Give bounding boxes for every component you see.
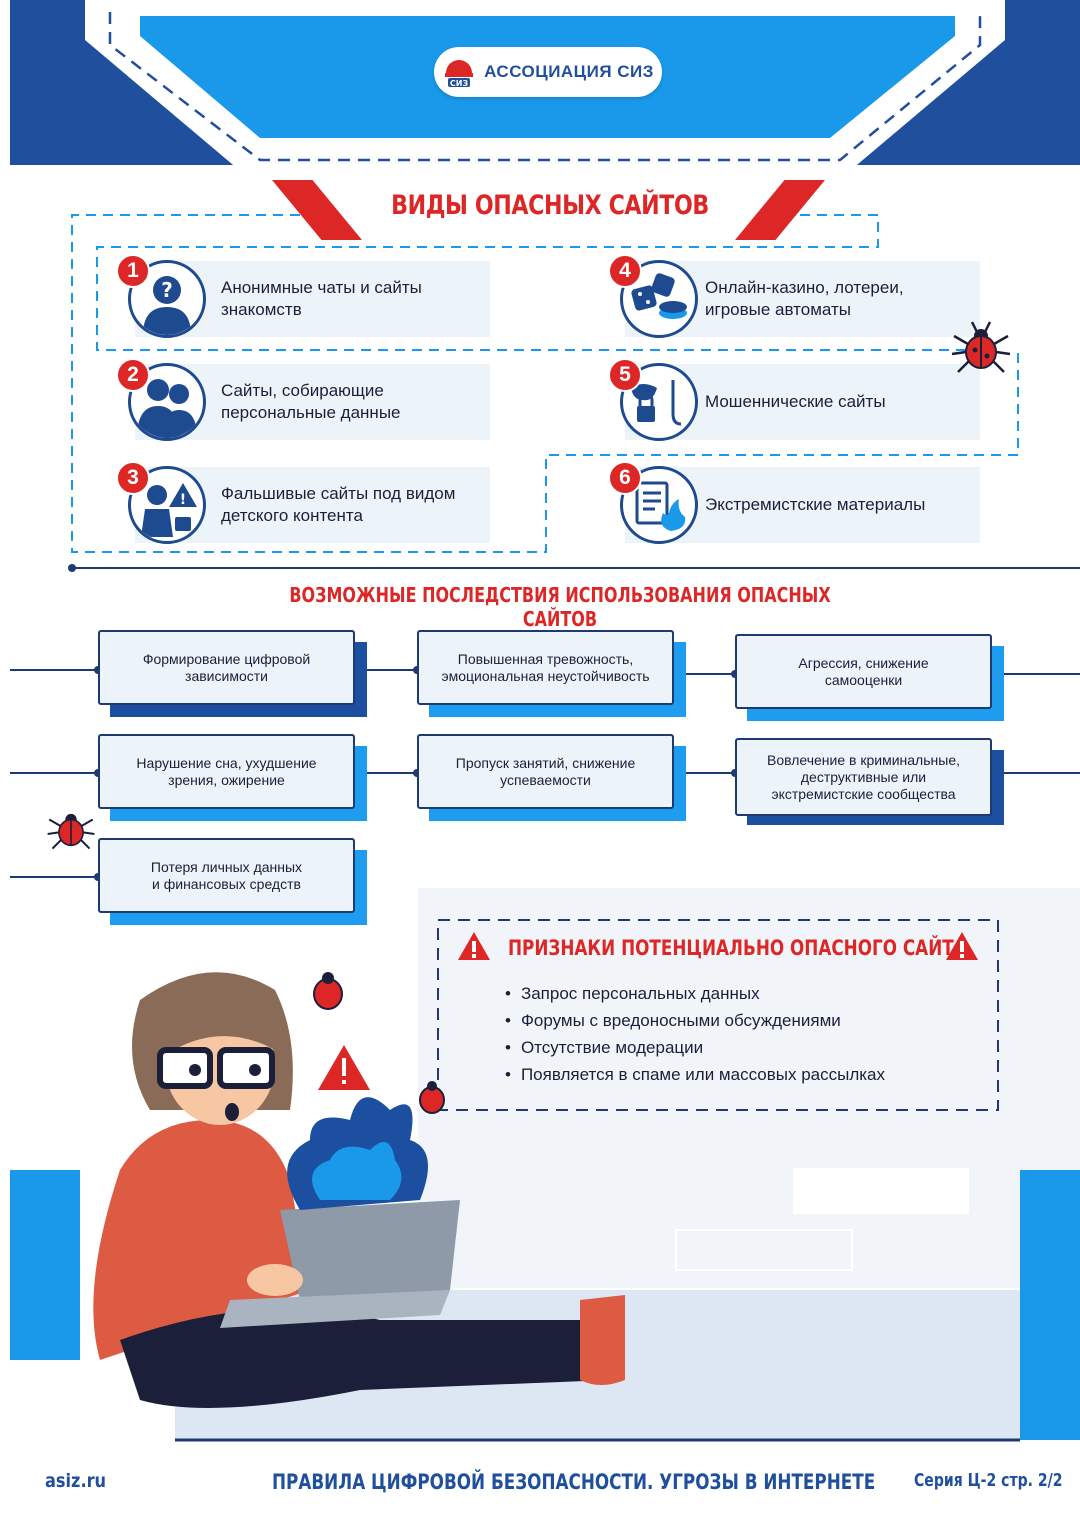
consequence-7-line2: и финансовых средств [152, 875, 301, 892]
signs-list: Запрос персональных данных Форумы с вред… [505, 980, 885, 1088]
type-card-3-line1: Фальшивые сайты под видом [221, 484, 456, 503]
bug-icon [47, 813, 95, 850]
consequence-box-6: Вовлечение в криминальные,деструктивные … [735, 738, 992, 816]
type-card-1-line1: Анонимные чаты и сайты [221, 278, 422, 297]
type-card-4-line1: Онлайн-казино, лотереи, [705, 278, 904, 297]
consequence-2-line2: эмоциональная неустойчивость [441, 667, 650, 684]
svg-text:?: ? [161, 278, 173, 302]
types-title: ВИДЫ ОПАСНЫХ САЙТОВ [391, 190, 709, 221]
type-card-2-line1: Сайты, собирающие [221, 381, 384, 400]
footer-title: ПРАВИЛА ЦИФРОВОЙ БЕЗОПАСНОСТИ. УГРОЗЫ В … [272, 1470, 876, 1494]
type-card-3-line2: детского контента [221, 506, 363, 525]
footer-site-link[interactable]: asiz.ru [45, 1470, 107, 1492]
consequence-5-line1: Пропуск занятий, снижение [455, 754, 636, 771]
consequence-7-line1: Потеря личных данных [150, 858, 303, 875]
consequence-1-line1: Формирование цифровой [142, 650, 311, 667]
type-number-6: 6 [608, 461, 642, 495]
consequence-1-line2: зависимости [185, 667, 268, 684]
sign-item-4: Появляется в спаме или массовых рассылка… [505, 1061, 885, 1088]
type-number-3: 3 [116, 461, 150, 495]
svg-text:!: ! [180, 492, 186, 508]
consequences-title: ВОЗМОЖНЫЕ ПОСЛЕДСТВИЯ ИСПОЛЬЗОВАНИЯ ОПАС… [289, 583, 831, 631]
consequence-4-line2: зрения, ожирение [168, 771, 285, 788]
signs-title: ПРИЗНАКИ ПОТЕНЦИАЛЬНО ОПАСНОГО САЙТА [508, 936, 967, 960]
consequence-6-line3: экстремистские сообщества [771, 785, 956, 802]
bug-icon [951, 321, 1011, 373]
type-card-1-line2: знакомств [221, 300, 302, 319]
warning-triangle-icon [458, 932, 490, 960]
types-dashed-frame [68, 214, 1080, 572]
type-card-4-line2: игровые автоматы [705, 300, 851, 319]
association-logo: СИЗ АССОЦИАЦИЯ СИЗ [434, 47, 662, 97]
type-number-5: 5 [608, 358, 642, 392]
consequence-4-line1: Нарушение сна, ухудшение [136, 754, 317, 771]
fire-document-icon [620, 466, 698, 544]
sign-item-1: Запрос персональных данных [505, 980, 885, 1007]
warning-triangle-icon [946, 932, 978, 960]
sign-item-3: Отсутствие модерации [505, 1034, 885, 1061]
consequence-2-line1: Повышенная тревожность, [457, 650, 634, 667]
girl-with-laptop-illustration [93, 972, 625, 1408]
svg-text:СИЗ: СИЗ [450, 79, 469, 88]
type-number-2: 2 [116, 358, 150, 392]
consequence-3-line1: Агрессия, снижение [798, 654, 929, 671]
type-card-6-line1: Экстремистские материалы [705, 495, 926, 514]
consequence-3-line2: самооценки [824, 671, 903, 688]
consequence-5-line2: успеваемости [500, 771, 591, 788]
type-number-1: 1 [116, 254, 150, 288]
type-number-4: 4 [608, 254, 642, 288]
footer-series: Серия Ц-2 стр. 2/2 [914, 1470, 1063, 1491]
consequence-6-line2: деструктивные или [800, 768, 927, 785]
sign-item-2: Форумы с вредоносными обсуждениями [505, 1007, 885, 1034]
type-card-2-line2: персональные данные [221, 403, 401, 422]
consequence-box-2: Повышенная тревожность,эмоциональная неу… [417, 630, 674, 705]
siz-logo-icon: СИЗ [445, 60, 474, 88]
type-card-5-line1: Мошеннические сайты [705, 392, 886, 411]
consequence-6-line1: Вовлечение в криминальные, [767, 751, 960, 768]
logo-text: АССОЦИАЦИЯ СИЗ [484, 62, 654, 81]
